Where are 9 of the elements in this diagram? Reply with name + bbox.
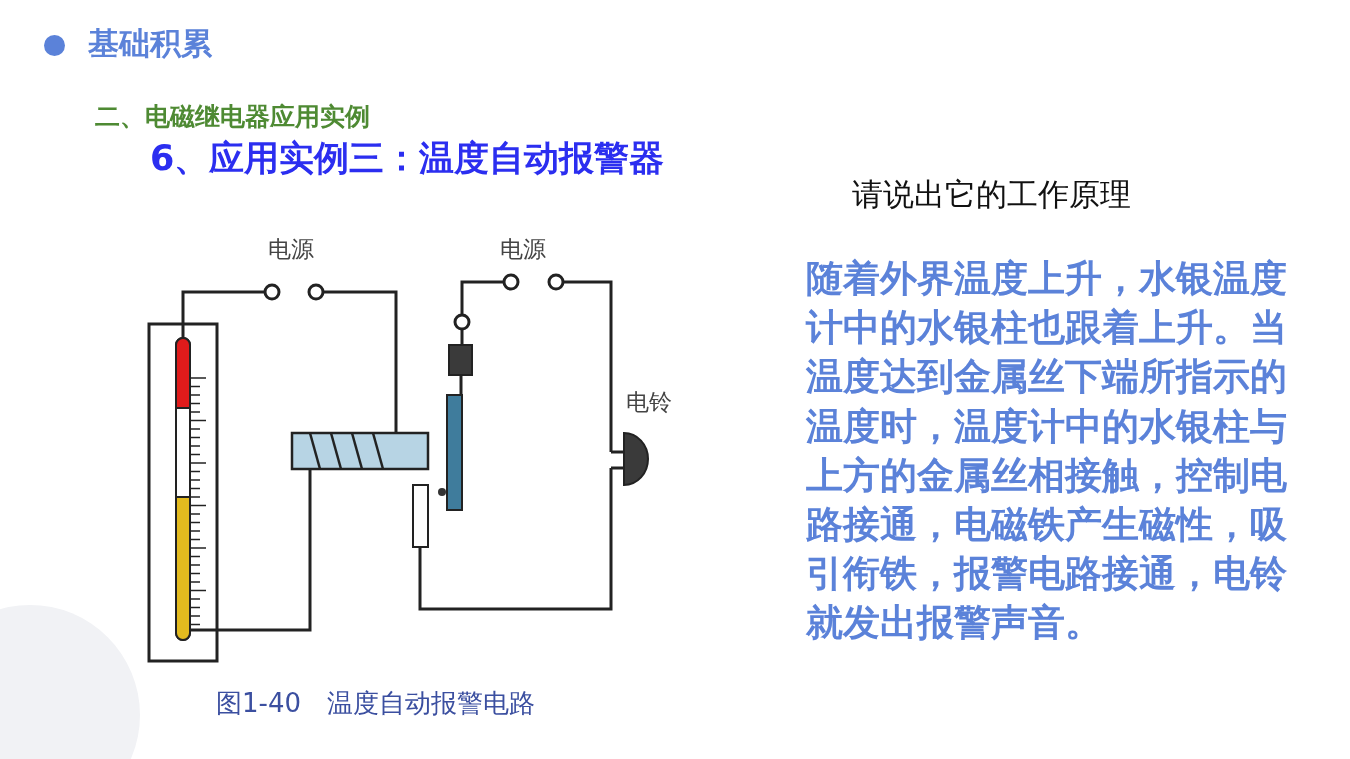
answer-paragraph: 随着外界温度上升，水银温度计中的水银柱也跟着上升。当温度达到金属丝下端所指示的温度时，温度计中的水银柱与上方的金属丝相接触，控制电路接通，电磁铁产生磁性，吸引衔铁，报警电路接通，电铃就发出报警声音。 (806, 256, 1288, 647)
power-label: 电源 (268, 236, 314, 264)
section-heading: 基础积累 (88, 25, 212, 63)
slide-title: 6、应用实例三：温度自动报警器 (150, 137, 665, 179)
power-label: 电源 (500, 236, 546, 264)
figure-caption: 图1-40 温度自动报警电路 (216, 688, 535, 720)
subheading: 二、电磁继电器应用实例 (95, 102, 370, 132)
bell-label: 电铃 (626, 389, 672, 417)
question-text: 请说出它的工作原理 (852, 176, 1131, 214)
